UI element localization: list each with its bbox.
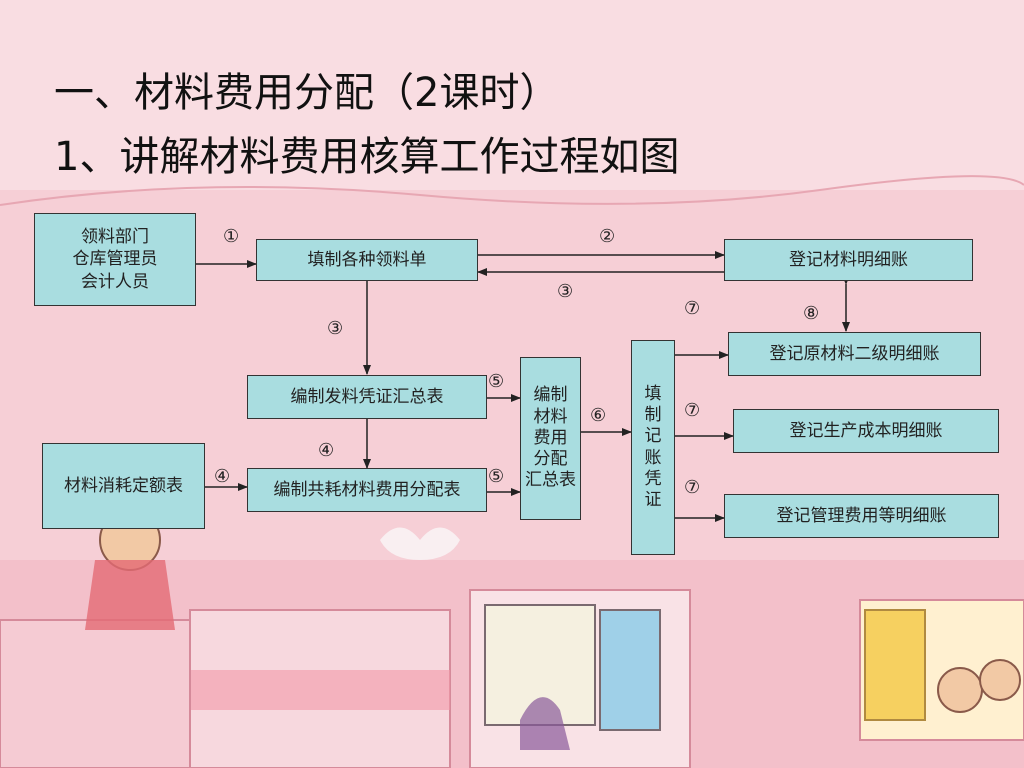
fill-requisition-label: 填制各种领料单: [307, 249, 427, 270]
issue-summary-box: 编制发料凭证汇总表: [247, 375, 487, 419]
raw-material-ledger-label: 登记原材料二级明细账: [769, 343, 940, 364]
step-number-8: ⑧: [803, 303, 820, 324]
voucher-box: 填 制 记 账 凭 证: [631, 340, 675, 555]
step-number-4: ④: [214, 466, 231, 487]
allocation-summary-box: 编制 材料 费用 分配 汇总表: [520, 357, 581, 520]
voucher-label: 填 制 记 账 凭 证: [644, 383, 662, 510]
issue-summary-label: 编制发料凭证汇总表: [290, 386, 444, 407]
shared-allocation-box: 编制共耗材料费用分配表: [247, 468, 487, 512]
material-ledger-label: 登记材料明细账: [789, 249, 908, 270]
step-number-7: ⑦: [684, 477, 701, 498]
step-number-5: ⑤: [488, 466, 505, 487]
production-cost-ledger-box: 登记生产成本明细账: [733, 409, 999, 453]
step-number-7: ⑦: [684, 298, 701, 319]
production-cost-ledger-label: 登记生产成本明细账: [789, 420, 943, 441]
step-number-4: ④: [318, 440, 335, 461]
step-number-5: ⑤: [488, 371, 505, 392]
step-number-7: ⑦: [684, 400, 701, 421]
page-title: 一、材料费用分配（2课时）: [54, 70, 560, 116]
quota-table-box: 材料消耗定额表: [42, 443, 205, 529]
departments-box: 领料部门 仓库管理员 会计人员: [34, 213, 196, 306]
step-number-2: ②: [599, 226, 616, 247]
shared-allocation-label: 编制共耗材料费用分配表: [273, 479, 461, 500]
step-number-3: ③: [557, 281, 574, 302]
step-number-6: ⑥: [590, 405, 607, 426]
raw-material-ledger-box: 登记原材料二级明细账: [728, 332, 981, 376]
fill-requisition-box: 填制各种领料单: [256, 239, 478, 281]
overhead-ledger-box: 登记管理费用等明细账: [724, 494, 999, 538]
page-subtitle: 1、讲解材料费用核算工作过程如图: [54, 134, 680, 180]
step-number-3: ③: [327, 318, 344, 339]
overhead-ledger-label: 登记管理费用等明细账: [776, 505, 947, 526]
step-number-1: ①: [223, 226, 240, 247]
departments-label: 领料部门 仓库管理员 会计人员: [72, 227, 158, 292]
material-ledger-box: 登记材料明细账: [724, 239, 973, 281]
quota-table-label: 材料消耗定额表: [64, 475, 183, 496]
allocation-summary-label: 编制 材料 费用 分配 汇总表: [525, 385, 576, 491]
